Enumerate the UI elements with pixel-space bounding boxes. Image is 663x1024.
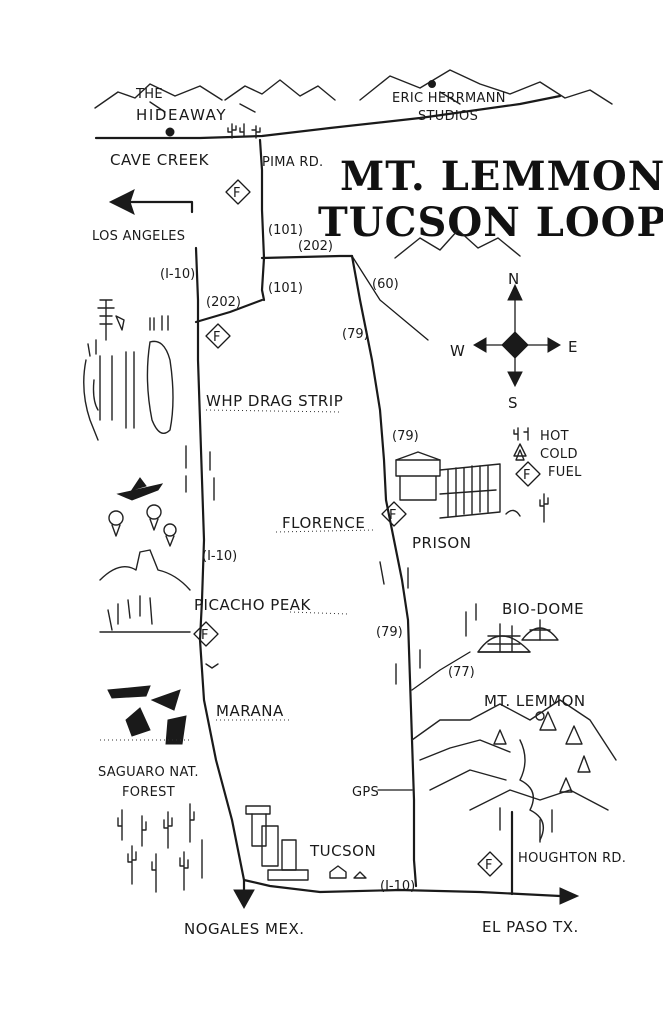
label-route-202-b: (202) xyxy=(206,295,241,310)
legend-hot: HOT xyxy=(540,429,569,444)
cactus-icon xyxy=(379,561,421,685)
label-route-77: (77) xyxy=(448,665,475,680)
label-saguaro-line1: SAGUARO NAT. xyxy=(98,765,199,780)
label-florence: FLORENCE xyxy=(282,514,365,532)
saguaro-forest-icon xyxy=(117,803,203,893)
label-hideaway-line1: THE xyxy=(135,87,163,102)
cactus-icon xyxy=(87,315,169,357)
label-route-202-a: (202) xyxy=(298,239,333,254)
label-marana: MARANA xyxy=(216,702,284,720)
label-studios-line1: ERIC HERRMANN xyxy=(392,91,506,106)
label-route-79-c: (79) xyxy=(376,625,403,640)
label-route-101-b: (101) xyxy=(268,281,303,296)
label-los-angeles: LOS ANGELES xyxy=(92,229,185,244)
label-pima-rd: PIMA RD. xyxy=(262,155,324,170)
road-79 xyxy=(350,254,418,888)
road-pima-rd xyxy=(258,138,266,302)
label-prison: PRISON xyxy=(412,534,471,552)
cactus-icon xyxy=(465,603,477,637)
road-202 xyxy=(260,254,354,260)
cold-pine-icon xyxy=(513,443,527,461)
label-route-79-a: (79) xyxy=(342,327,369,342)
studios-marker-icon xyxy=(428,80,436,88)
fuel-legend-icon: F xyxy=(515,461,541,487)
label-el-paso: EL PASO TX. xyxy=(482,918,579,936)
label-bio-dome: BIO-DOME xyxy=(502,600,584,618)
svg-text:F: F xyxy=(201,628,209,643)
legend-fuel: FUEL xyxy=(548,465,582,480)
compass-w: W xyxy=(450,342,465,360)
road-77 xyxy=(411,651,471,691)
road-i10-north-south xyxy=(194,246,246,902)
road-60 xyxy=(351,255,429,341)
label-tucson: TUCSON xyxy=(309,842,376,860)
label-route-i10-c: (I-10) xyxy=(380,879,415,894)
fuel-marker-icon: F xyxy=(477,851,503,877)
airplane-boneyard-icon xyxy=(100,685,190,745)
svg-text:F: F xyxy=(389,508,397,523)
road-cave-creek xyxy=(94,94,562,140)
label-route-i10-b: (I-10) xyxy=(202,549,237,564)
title-line-1: MT. LEMMON xyxy=(340,153,663,200)
svg-text:F: F xyxy=(233,186,241,201)
compass-e: E xyxy=(568,338,578,356)
title-line-2: TUCSON LOOP xyxy=(318,199,663,246)
fuel-marker-icon: F xyxy=(225,179,251,205)
title-mountains xyxy=(394,229,521,259)
fuel-marker-icon: F xyxy=(205,323,231,349)
hideaway-marker-icon xyxy=(165,127,175,137)
map-title: MT. LEMMON TUCSON LOOP xyxy=(318,153,663,246)
arrow-east-el-paso-icon xyxy=(559,887,580,905)
top-mountains xyxy=(94,69,613,113)
tucson-buildings-icon xyxy=(245,805,367,881)
cactus-icon xyxy=(499,807,553,843)
legend: F HOT COLD FUEL xyxy=(513,427,582,487)
label-houghton-rd: HOUGHTON RD. xyxy=(518,851,626,866)
cactus-icon xyxy=(505,493,549,523)
road-i10-east-west xyxy=(242,878,562,898)
label-studios-line2: STUDIOS xyxy=(418,109,478,124)
label-route-101-a: (101) xyxy=(268,223,303,238)
label-route-79-b: (79) xyxy=(392,429,419,444)
label-route-60: (60) xyxy=(372,277,399,292)
label-gps: GPS xyxy=(352,785,379,800)
picacho-peak-icon xyxy=(99,549,191,633)
fuel-marker-icon: F xyxy=(193,621,219,647)
arrow-south-nogales-icon xyxy=(233,889,255,910)
drag-strip-tower-icon xyxy=(83,299,174,441)
hot-cactus-icon xyxy=(513,427,529,441)
label-hideaway: HIDEAWAY xyxy=(136,106,226,124)
prison-icon xyxy=(395,451,501,519)
hot-air-balloon-icon xyxy=(108,504,177,547)
road-202-west xyxy=(194,298,264,324)
compass-n: N xyxy=(508,270,520,288)
airplane-icon xyxy=(116,477,164,501)
mt-lemmon-mountains xyxy=(411,699,617,841)
label-mt-lemmon: MT. LEMMON xyxy=(484,692,586,710)
compass-s: S xyxy=(508,394,518,412)
legend-cold: COLD xyxy=(540,447,578,462)
fuel-marker-icon: F xyxy=(381,501,407,527)
label-picacho-peak: PICACHO PEAK xyxy=(194,596,312,614)
label-nogales: NOGALES MEX. xyxy=(184,920,305,938)
svg-text:F: F xyxy=(213,330,221,345)
label-whp-drag-strip: WHP DRAG STRIP xyxy=(206,392,343,410)
compass-rose-icon xyxy=(473,283,561,388)
cactus-icon xyxy=(185,445,215,501)
label-saguaro-line2: FOREST xyxy=(122,785,175,800)
arrow-west-los-angeles-icon xyxy=(108,189,194,215)
small-plane-icon xyxy=(205,663,219,669)
svg-text:F: F xyxy=(485,858,493,873)
label-cave-creek: CAVE CREEK xyxy=(110,151,210,169)
svg-text:F: F xyxy=(523,468,531,483)
bio-dome-icon xyxy=(477,619,559,653)
cactus-icon xyxy=(227,123,261,139)
label-route-i10-a: (I-10) xyxy=(160,267,195,282)
